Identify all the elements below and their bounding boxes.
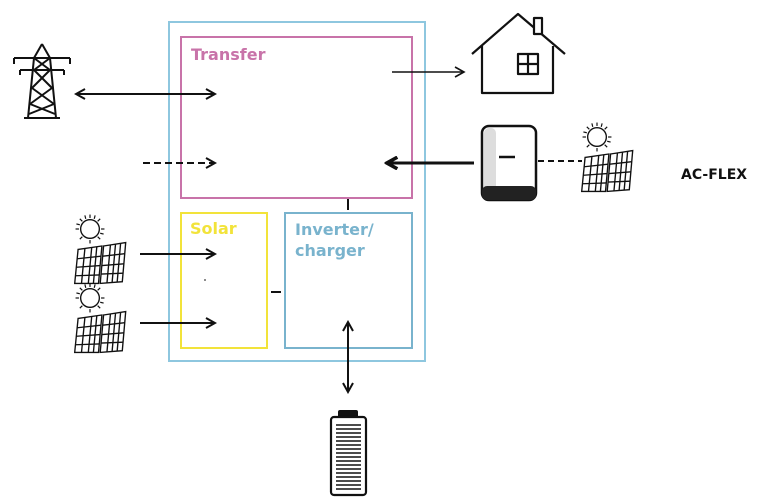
- ac-inverter-icon: [480, 124, 538, 202]
- solar-label: Solar: [190, 219, 237, 238]
- house-icon: [471, 12, 566, 95]
- transfer-label: Transfer: [191, 45, 266, 64]
- solar-panel-icon: [73, 214, 127, 285]
- solar-box: [180, 212, 268, 349]
- ac-flex-label: AC-FLEX: [681, 167, 748, 183]
- inverter-charger-label: Inverter/ charger: [295, 220, 374, 260]
- transfer-box: [180, 36, 413, 199]
- battery-icon: [329, 410, 368, 497]
- solar-panel-icon: [73, 283, 127, 354]
- system-box: [168, 21, 426, 362]
- solar-panel-icon: [580, 122, 634, 193]
- power-tower-icon: [13, 43, 71, 119]
